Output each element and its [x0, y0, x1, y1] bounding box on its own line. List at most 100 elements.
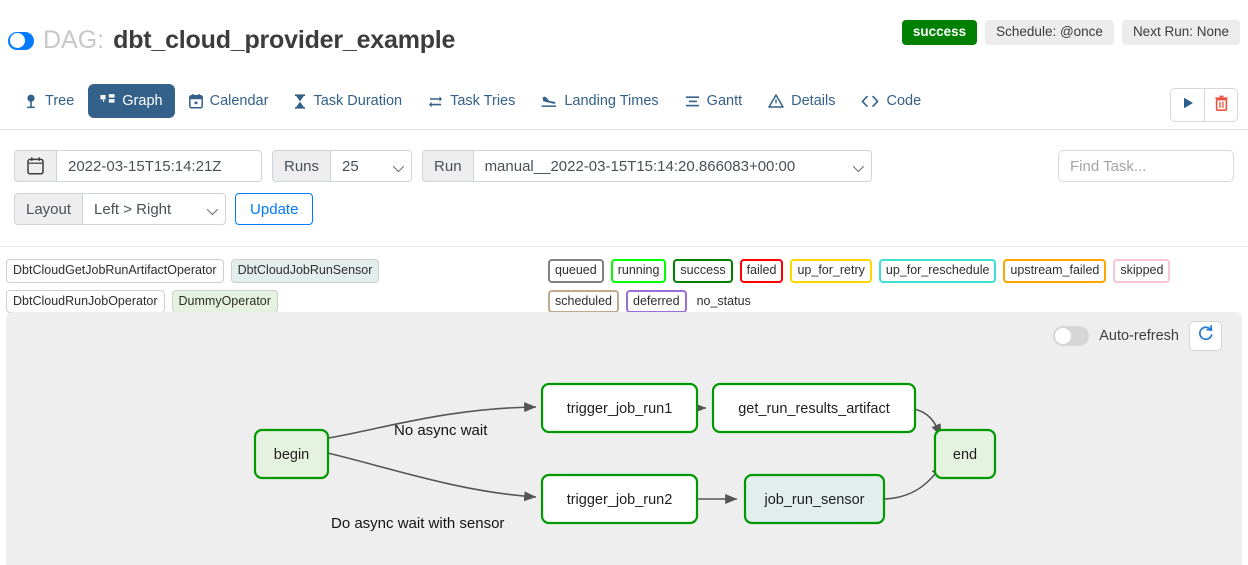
legend-chip-state[interactable]: up_for_retry — [790, 259, 872, 283]
legend-chip-operator[interactable]: DbtCloudJobRunSensor — [230, 259, 380, 283]
filter-row-primary: 2022-03-15T15:14:21Z Runs 25 Run manual_… — [14, 150, 872, 182]
tab-list: Tree Graph Calendar Task Duration — [12, 84, 933, 118]
gantt-icon — [685, 95, 700, 108]
edge-label: Do async wait with sensor — [331, 515, 504, 532]
tab-code[interactable]: Code — [849, 84, 933, 118]
header-badges: success Schedule: @once Next Run: None — [901, 20, 1240, 45]
task-node-label: trigger_job_run2 — [567, 492, 673, 508]
run-select[interactable]: manual__2022-03-15T15:14:20.866083+00:00 — [472, 150, 872, 182]
tree-icon — [24, 94, 38, 109]
runs-select[interactable]: 25 — [330, 150, 413, 182]
task-node-label: get_run_results_artifact — [738, 401, 890, 417]
tab-label: Graph — [122, 93, 163, 109]
plane-landing-icon — [541, 94, 557, 108]
legend-chip-state[interactable]: no_status — [696, 293, 751, 308]
legend-area: DbtCloudGetJobRunArtifactOperator DbtClo… — [0, 246, 1248, 313]
base-date-group: 2022-03-15T15:14:21Z — [14, 150, 262, 182]
tab-label: Gantt — [706, 93, 743, 109]
legend-chip-state[interactable]: skipped — [1113, 259, 1171, 283]
legend-chip-state[interactable]: upstream_failed — [1003, 259, 1107, 283]
task-node-label: trigger_job_run1 — [567, 401, 673, 417]
legend-chip-state[interactable]: queued — [548, 259, 604, 283]
tab-calendar[interactable]: Calendar — [177, 84, 281, 118]
filter-row-secondary: Layout Left > Right Update — [14, 193, 314, 225]
tab-label: Code — [886, 93, 922, 109]
operator-legend: DbtCloudGetJobRunArtifactOperator DbtClo… — [6, 259, 536, 313]
page-header: DAG: dbt_cloud_provider_example success … — [0, 0, 1248, 68]
task-node-label: job_run_sensor — [764, 492, 865, 508]
schedule-badge: Schedule: @once — [985, 20, 1114, 45]
graph-icon — [100, 94, 115, 108]
retry-icon — [428, 94, 443, 108]
dag-action-buttons — [1170, 88, 1238, 122]
task-node-end[interactable]: end — [933, 428, 997, 480]
runs-group: Runs 25 — [272, 150, 413, 182]
edge-job_run_sensor-end[interactable] — [883, 463, 943, 500]
tab-task-duration[interactable]: Task Duration — [282, 84, 414, 118]
edge-label: No async wait — [394, 422, 488, 439]
dag-title: DAG: dbt_cloud_provider_example — [8, 26, 455, 55]
dag-graph-svg[interactable]: No async wait Do async wait with sensor … — [6, 312, 1242, 565]
filter-bar: 2022-03-15T15:14:21Z Runs 25 Run manual_… — [14, 150, 1234, 228]
tab-label: Landing Times — [564, 93, 659, 109]
trigger-dag-button[interactable] — [1171, 89, 1204, 121]
refresh-icon — [1197, 325, 1214, 347]
delete-dag-button[interactable] — [1204, 89, 1237, 121]
dag-prefix-label: DAG: — [43, 26, 105, 54]
hourglass-icon — [294, 93, 306, 109]
layout-select[interactable]: Left > Right — [82, 193, 227, 225]
tab-label: Tree — [45, 93, 75, 109]
legend-chip-state[interactable]: up_for_reschedule — [878, 259, 997, 283]
find-task-input[interactable]: Find Task... — [1058, 150, 1234, 182]
legend-chip-operator[interactable]: DbtCloudRunJobOperator — [6, 289, 165, 313]
run-label: Run — [422, 150, 473, 182]
auto-refresh-toggle[interactable] — [1053, 326, 1090, 346]
task-node-begin[interactable]: begin — [253, 428, 330, 480]
task-node-get_run_results_artifact[interactable]: get_run_results_artifact — [711, 382, 917, 434]
calendar-icon — [188, 93, 203, 109]
task-node-label: end — [953, 447, 977, 463]
legend-chip-state[interactable]: running — [610, 259, 667, 283]
alert-triangle-icon — [768, 94, 784, 108]
tab-graph[interactable]: Graph — [88, 84, 175, 118]
tab-gantt[interactable]: Gantt — [673, 84, 754, 118]
task-node-label: begin — [274, 447, 309, 463]
task-node-job_run_sensor[interactable]: job_run_sensor — [743, 473, 886, 525]
graph-edge-labels: No async wait Do async wait with sensor — [331, 422, 504, 532]
legend-chip-operator[interactable]: DbtCloudGetJobRunArtifactOperator — [6, 259, 224, 283]
edge-begin-trigger_job_run2[interactable] — [322, 451, 537, 502]
legend-chip-state[interactable]: scheduled — [548, 289, 619, 313]
tab-tree[interactable]: Tree — [12, 84, 86, 118]
task-node-trigger_job_run1[interactable]: trigger_job_run1 — [540, 382, 699, 434]
layout-group: Layout Left > Right — [14, 193, 227, 225]
tab-task-tries[interactable]: Task Tries — [416, 84, 527, 118]
base-date-input[interactable]: 2022-03-15T15:14:21Z — [56, 150, 262, 182]
task-node-trigger_job_run2[interactable]: trigger_job_run2 — [540, 473, 699, 525]
legend-chip-state[interactable]: success — [673, 259, 733, 283]
auto-refresh-label: Auto-refresh — [1099, 328, 1179, 344]
trash-icon — [1214, 95, 1229, 116]
legend-chip-state[interactable]: deferred — [626, 289, 687, 313]
dag-nav-tabs: Tree Graph Calendar Task Duration — [0, 84, 1248, 130]
legend-chip-operator[interactable]: DummyOperator — [171, 289, 278, 313]
tab-label: Calendar — [209, 93, 269, 109]
graph-canvas[interactable]: Auto-refresh — [6, 312, 1242, 565]
tab-label: Details — [791, 93, 836, 109]
dag-paused-toggle[interactable] — [8, 31, 34, 50]
tab-label: Task Duration — [313, 93, 403, 109]
edge-begin-trigger_job_run1[interactable] — [322, 402, 537, 440]
runs-label: Runs — [272, 150, 331, 182]
graph-toolbar: Auto-refresh — [1053, 321, 1222, 351]
state-legend: queued running success failed up_for_ret… — [548, 259, 1248, 313]
tab-landing-times[interactable]: Landing Times — [529, 84, 670, 118]
refresh-button[interactable] — [1189, 321, 1222, 351]
tab-label: Task Tries — [450, 93, 516, 109]
run-group: Run manual__2022-03-15T15:14:20.866083+0… — [422, 150, 872, 182]
update-button[interactable]: Update — [235, 193, 314, 225]
legend-chip-state[interactable]: failed — [739, 259, 784, 283]
code-brackets-icon — [861, 95, 879, 108]
calendar-icon[interactable] — [14, 150, 56, 182]
tab-details[interactable]: Details — [756, 84, 847, 118]
next-run-badge: Next Run: None — [1121, 20, 1240, 45]
